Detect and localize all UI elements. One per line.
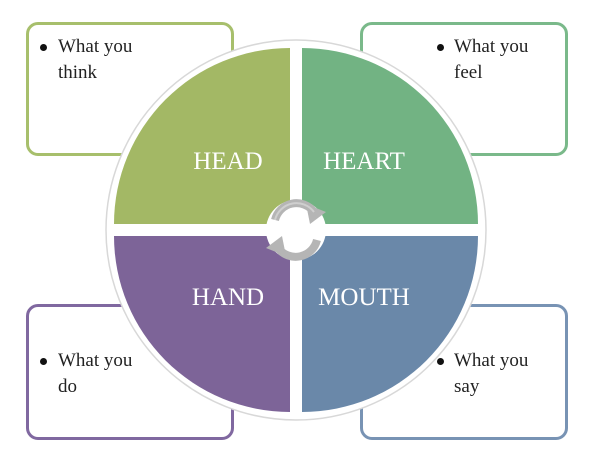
do-line-2: do (58, 376, 77, 397)
head-quadrant (114, 48, 290, 224)
do-text: What you do (58, 348, 132, 400)
mouth-quadrant (302, 236, 478, 412)
say-line-2: say (454, 376, 480, 397)
think-line-1: What you (58, 36, 133, 57)
say-bullet (437, 358, 444, 365)
feel-line-2: feel (454, 62, 483, 83)
head-label: HEAD (193, 148, 262, 175)
feel-line-1: What you (454, 36, 529, 57)
hand-label: HAND (192, 284, 264, 311)
hand-quadrant (114, 236, 290, 412)
feel-bullet (437, 44, 444, 51)
say-text: What you say (454, 348, 528, 400)
feel-text: What you feel (454, 34, 528, 86)
heart-quadrant (302, 48, 478, 224)
do-line-1: What you (58, 350, 133, 371)
think-text: What you think (58, 34, 132, 86)
heart-label: HEART (323, 148, 405, 175)
say-line-1: What you (454, 350, 529, 371)
cycle-arrows-icon (266, 199, 326, 261)
do-bullet (40, 358, 47, 365)
think-line-2: think (58, 62, 98, 83)
mouth-label: MOUTH (318, 284, 410, 311)
think-bullet (40, 44, 47, 51)
